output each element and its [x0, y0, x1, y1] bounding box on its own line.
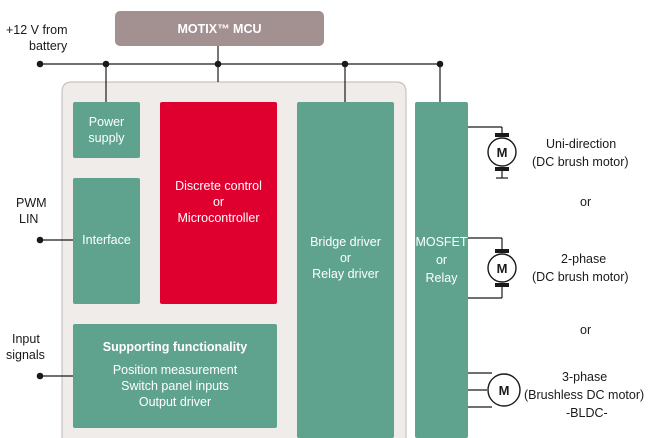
discrete-control-block — [160, 102, 277, 304]
supporting-item-position: Position measurement — [113, 363, 238, 377]
uni-direction-label-line1: Uni-direction — [546, 137, 616, 151]
bridge-driver-label-line2: or — [340, 251, 351, 265]
input-wiring — [36, 236, 73, 380]
bridge-driver-label-line3: Relay driver — [312, 267, 379, 281]
bridge-driver-block — [297, 102, 394, 438]
supporting-functionality-block — [73, 324, 277, 428]
battery-label-line2: battery — [29, 39, 68, 53]
battery-label-line1: +12 V from — [6, 23, 68, 37]
two-phase-motor: M — [468, 237, 517, 299]
supporting-item-output: Output driver — [139, 395, 211, 409]
discrete-control-label-line3: Microcontroller — [178, 211, 260, 225]
bridge-driver-label-line1: Bridge driver — [310, 235, 381, 249]
supporting-title: Supporting functionality — [103, 340, 247, 354]
three-phase-label-line3: -BLDC- — [566, 406, 608, 420]
mosfet-label-line1: MOSFET — [415, 235, 467, 249]
supporting-item-switch: Switch panel inputs — [121, 379, 229, 393]
input-signals-label-line2: signals — [6, 348, 45, 362]
mosfet-label-line3: Relay — [426, 271, 459, 285]
input-signals-label-line1: Input — [12, 332, 40, 346]
discrete-control-label-line2: or — [213, 195, 224, 209]
pwm-label: PWM — [16, 196, 47, 210]
power-supply-label-line1: Power — [89, 115, 124, 129]
motor-symbol-three-phase: M — [499, 383, 510, 398]
discrete-control-label-line1: Discrete control — [175, 179, 262, 193]
three-phase-label-line1: 3-phase — [562, 370, 607, 384]
supply-wiring — [36, 46, 444, 102]
mosfet-label-line2: or — [436, 253, 447, 267]
power-supply-label-line2: supply — [88, 131, 125, 145]
three-phase-label-line2: (Brushless DC motor) — [524, 388, 644, 402]
interface-label: Interface — [82, 233, 131, 247]
or-label-1: or — [580, 195, 591, 209]
two-phase-label-line1: 2-phase — [561, 252, 606, 266]
three-phase-motor: M — [468, 372, 521, 408]
mcu-header-box — [115, 11, 324, 46]
mosfet-block — [415, 102, 468, 438]
motor-symbol-uni: M — [497, 145, 508, 160]
lin-label: LIN — [19, 212, 38, 226]
uni-direction-motor: M — [468, 126, 517, 179]
uni-direction-label-line2: (DC brush motor) — [532, 155, 629, 169]
or-label-2: or — [580, 323, 591, 337]
interface-block — [73, 178, 140, 304]
power-supply-block — [73, 102, 140, 158]
motor-symbol-two-phase: M — [497, 261, 508, 276]
mcu-title: MOTIX™ MCU — [177, 22, 261, 36]
two-phase-label-line2: (DC brush motor) — [532, 270, 629, 284]
